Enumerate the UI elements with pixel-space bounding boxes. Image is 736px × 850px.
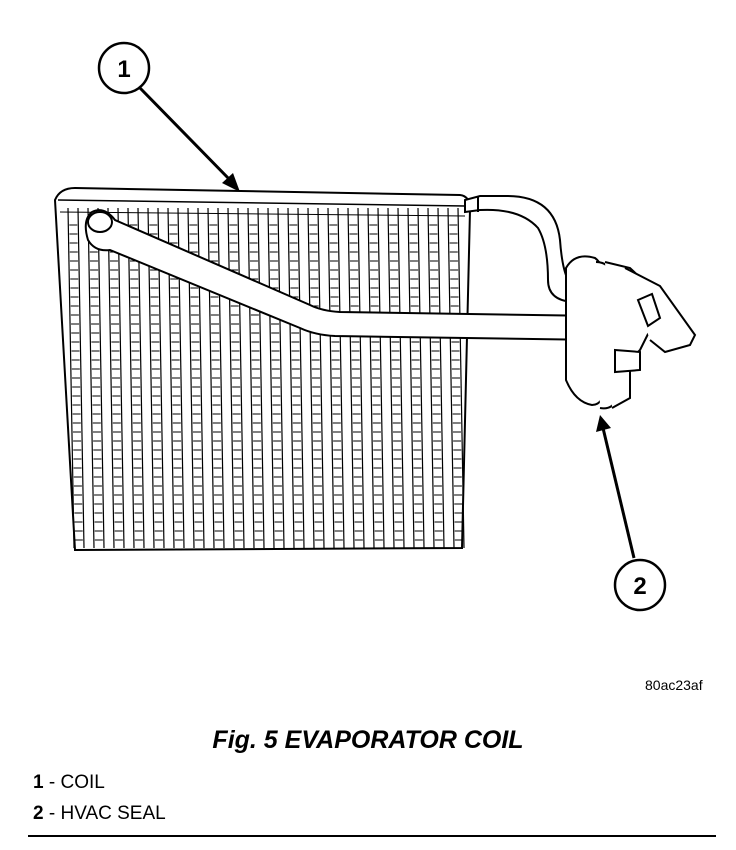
coil-fin-line <box>427 207 435 549</box>
coil-fin-line <box>417 207 425 549</box>
legend-item-separator: - <box>43 772 61 793</box>
coil-fin-line <box>377 207 385 549</box>
callout-2: 2 <box>596 415 667 612</box>
coil <box>53 186 472 552</box>
evaporator-coil-illustration: 1 2 <box>53 41 697 612</box>
coil-fin-line <box>257 207 265 549</box>
coil-fin-line <box>297 207 305 549</box>
coil-fin-line <box>327 207 335 549</box>
coil-tube <box>84 194 601 342</box>
coil-fin-line <box>117 207 125 549</box>
hvac-seal <box>565 255 697 410</box>
coil-fin-line <box>67 207 75 549</box>
legend-item-number: 1 <box>33 772 44 793</box>
coil-fin-line <box>387 207 395 549</box>
callout-1: 1 <box>97 41 240 192</box>
coil-fin-line <box>437 207 445 549</box>
coil-fin-line <box>357 207 365 549</box>
figure-reference-code: 80ac23af <box>645 677 703 693</box>
coil-fin-line <box>317 207 325 549</box>
coil-fin-line <box>267 207 275 549</box>
figure-caption: Fig. 5 EVAPORATOR COIL <box>212 726 524 754</box>
coil-fin-line <box>137 207 145 549</box>
coil-fin-line <box>237 207 245 549</box>
coil-fin-line <box>77 207 85 549</box>
coil-fin-line <box>247 207 255 549</box>
coil-fin-line <box>107 207 115 549</box>
coil-fin-line <box>397 207 405 549</box>
coil-fin-line <box>367 207 375 549</box>
coil-fin-line <box>407 207 415 549</box>
coil-fin-line <box>307 207 315 549</box>
coil-fin-line <box>447 207 455 549</box>
callout-1-label: 1 <box>117 56 130 83</box>
coil-fin-line <box>87 207 95 549</box>
coil-fin-line <box>277 207 285 549</box>
coil-fin-line <box>337 207 345 549</box>
legend-item: 2 - HVAC SEAL <box>33 803 166 825</box>
coil-fin-line <box>97 207 105 549</box>
legend-item: 1 - COIL <box>33 772 105 794</box>
legend-item-separator: - <box>43 803 61 824</box>
bottom-divider <box>28 835 716 837</box>
coil-fin-line <box>457 207 465 549</box>
coil-fin-line <box>227 207 235 549</box>
coil-fin-line <box>347 207 355 549</box>
coil-fin-line <box>127 207 135 549</box>
legend-item-text: COIL <box>60 772 105 793</box>
legend-item-number: 2 <box>33 803 44 824</box>
legend-item-text: HVAC SEAL <box>60 803 166 824</box>
coil-fin-line <box>287 207 295 549</box>
callout-2-label: 2 <box>633 573 646 600</box>
